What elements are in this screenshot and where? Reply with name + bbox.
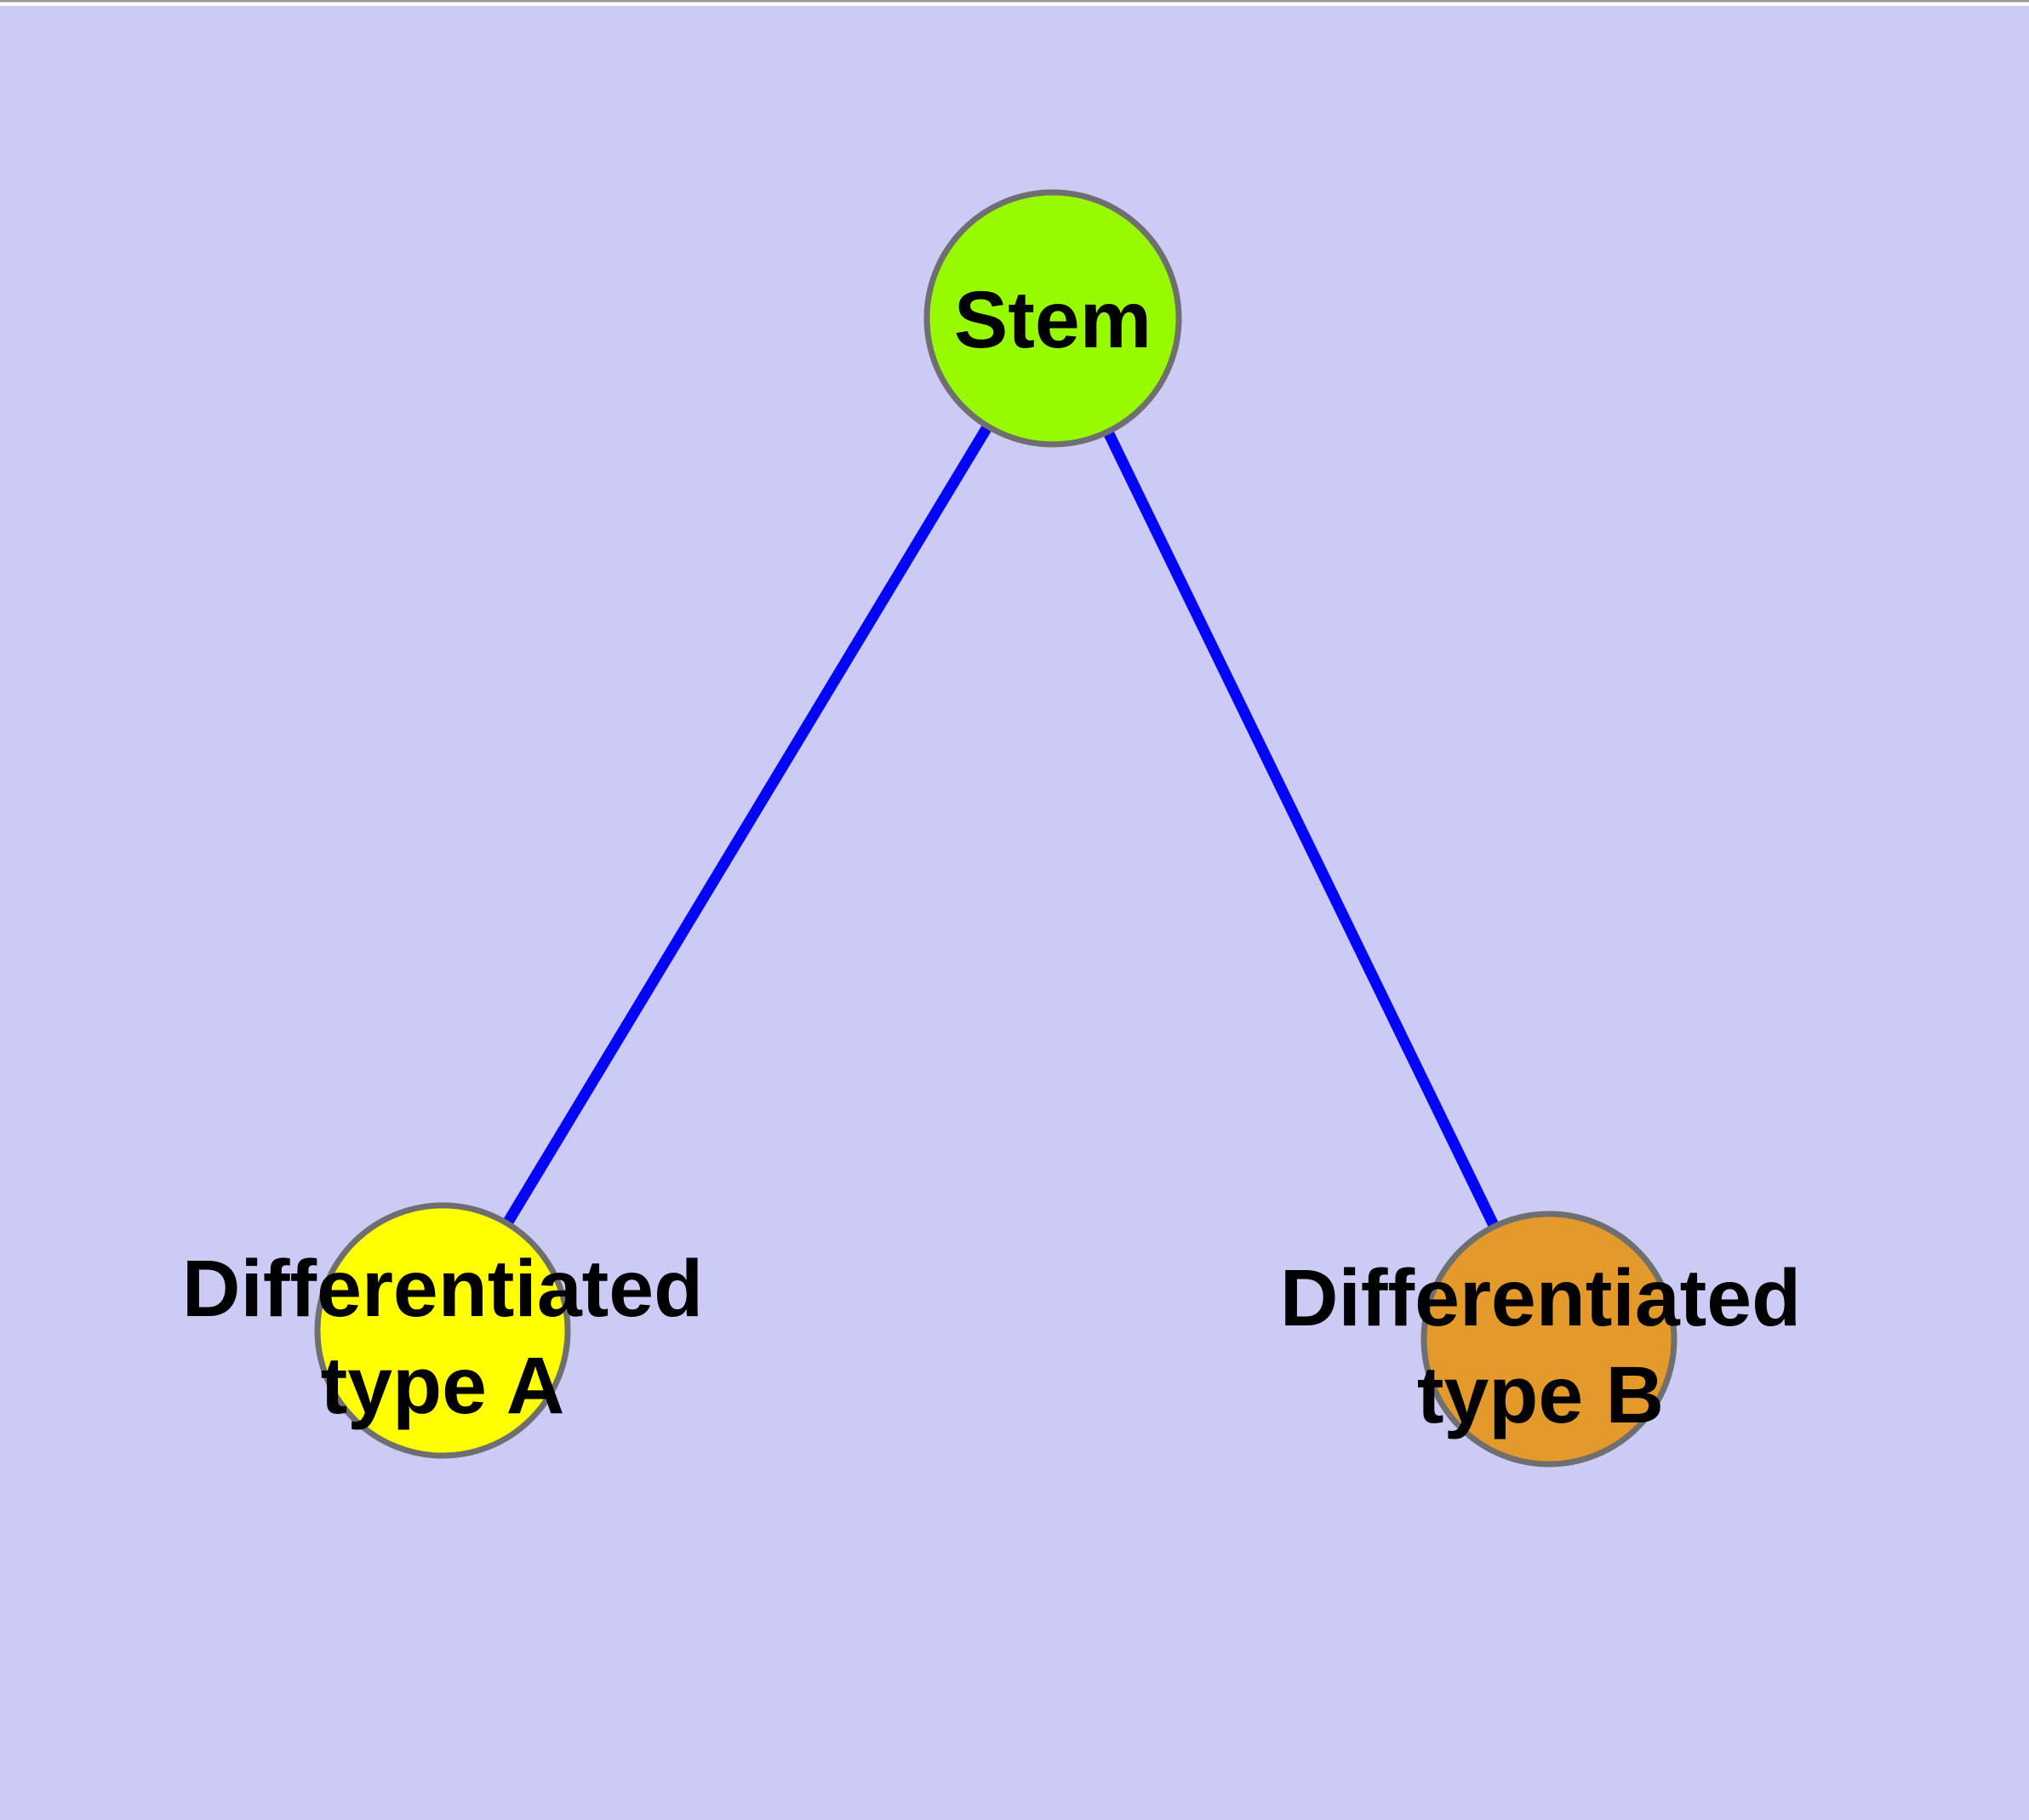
node-labels: Stem Differentiated type A Differentiate…	[182, 275, 1801, 1440]
nodes	[314, 189, 1677, 1468]
edges	[437, 315, 1554, 1342]
node-type-a-label-line1: Differentiated	[182, 1244, 703, 1334]
node-type-a-label-line2: type A	[321, 1341, 565, 1431]
window-top-strip	[0, 0, 2029, 6]
window-top-hairline	[0, 0, 2029, 3]
edge-stem-to-type-b	[1048, 316, 1554, 1342]
node-type-b-label-line2: type B	[1417, 1350, 1664, 1440]
node-stem	[923, 189, 1182, 448]
node-stem-label: Stem	[954, 275, 1152, 365]
node-differentiated-type-a	[314, 1202, 571, 1459]
edge-stem-to-type-a	[437, 315, 1058, 1334]
node-differentiated-type-b	[1420, 1210, 1677, 1468]
node-type-b-label-line1: Differentiated	[1280, 1253, 1801, 1343]
